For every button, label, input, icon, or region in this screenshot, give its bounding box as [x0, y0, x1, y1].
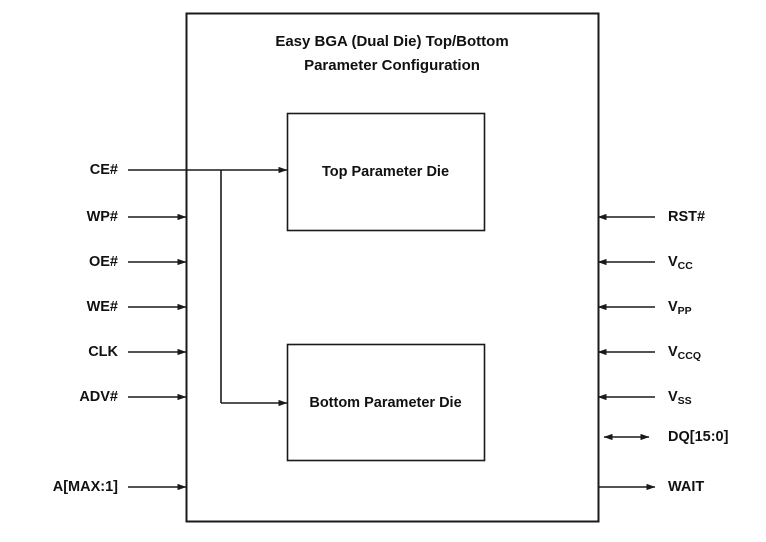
signal-line-ce	[128, 166, 288, 407]
signal-label-dq: DQ[15:0]	[668, 429, 729, 445]
signal-label-rst: RST#	[668, 209, 706, 225]
signal-label-vss-base: V	[668, 389, 678, 405]
signal-label-vss: VSS	[668, 390, 692, 406]
signal-label-amax: A[MAX:1]	[52, 479, 118, 495]
signal-label-vccq: VCCQ	[668, 345, 701, 361]
signal-label-vcc-base: V	[668, 254, 678, 270]
signal-label-wait: WAIT	[668, 479, 705, 495]
signal-label-ce: CE#	[89, 162, 118, 178]
package-outline	[185, 12, 600, 523]
signal-label-vccq-base: V	[668, 344, 678, 360]
signal-label-oe: OE#	[88, 254, 118, 270]
signal-label-vcc-subscript: CC	[677, 259, 693, 272]
signal-label-vccq-subscript: CCQ	[677, 349, 702, 362]
signal-label-vpp-base: V	[668, 299, 678, 315]
signal-label-vpp: VPP	[668, 300, 692, 316]
signal-label-we: WE#	[86, 299, 118, 315]
bottom-die-label: Bottom Parameter Die	[309, 395, 462, 411]
signal-label-vpp-subscript: PP	[677, 304, 692, 317]
diagram-title: Easy BGA (Dual Die) Top/Bottom Parameter…	[186, 30, 598, 78]
signal-label-vcc: VCC	[668, 255, 693, 271]
top-die-box	[286, 112, 486, 232]
diagram-title-line-2: Parameter Configuration	[304, 57, 480, 74]
signal-label-vss-subscript: SS	[677, 394, 692, 407]
bottom-die-box	[286, 343, 486, 462]
signal-label-wp: WP#	[86, 209, 118, 225]
signal-label-clk: CLK	[88, 344, 118, 360]
top-die-label: Top Parameter Die	[321, 164, 450, 180]
signal-label-adv: ADV#	[79, 389, 118, 405]
diagram-title-line-1: Easy BGA (Dual Die) Top/Bottom	[275, 33, 509, 50]
